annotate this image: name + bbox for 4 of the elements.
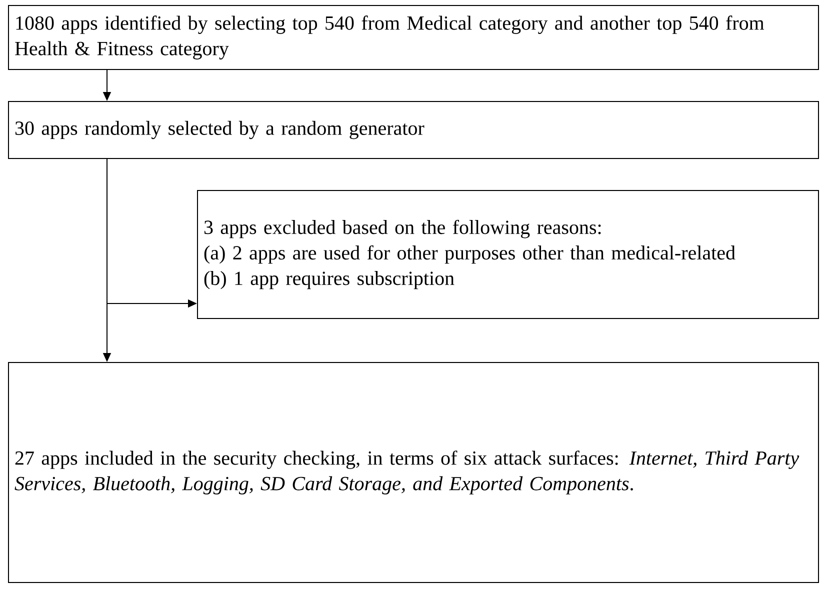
text-box: 3 apps excluded based on the following reasons: (a) 2 apps are used for other purposes other than medical-related (b) 1 app requires subscription [197,190,819,319]
text-box: 1080 apps identified by selecting top 540 from Medical category and another top 540 from Health & Fitness category [8,5,819,70]
text-box: 27 apps included in the security checking, in terms of six attack surfaces: Internet, Third Party Services, Bluetooth, Logging, SD Card Storage, and Exported Components. [8,362,819,583]
text-box: 30 apps randomly selected by a random generator [8,101,819,159]
